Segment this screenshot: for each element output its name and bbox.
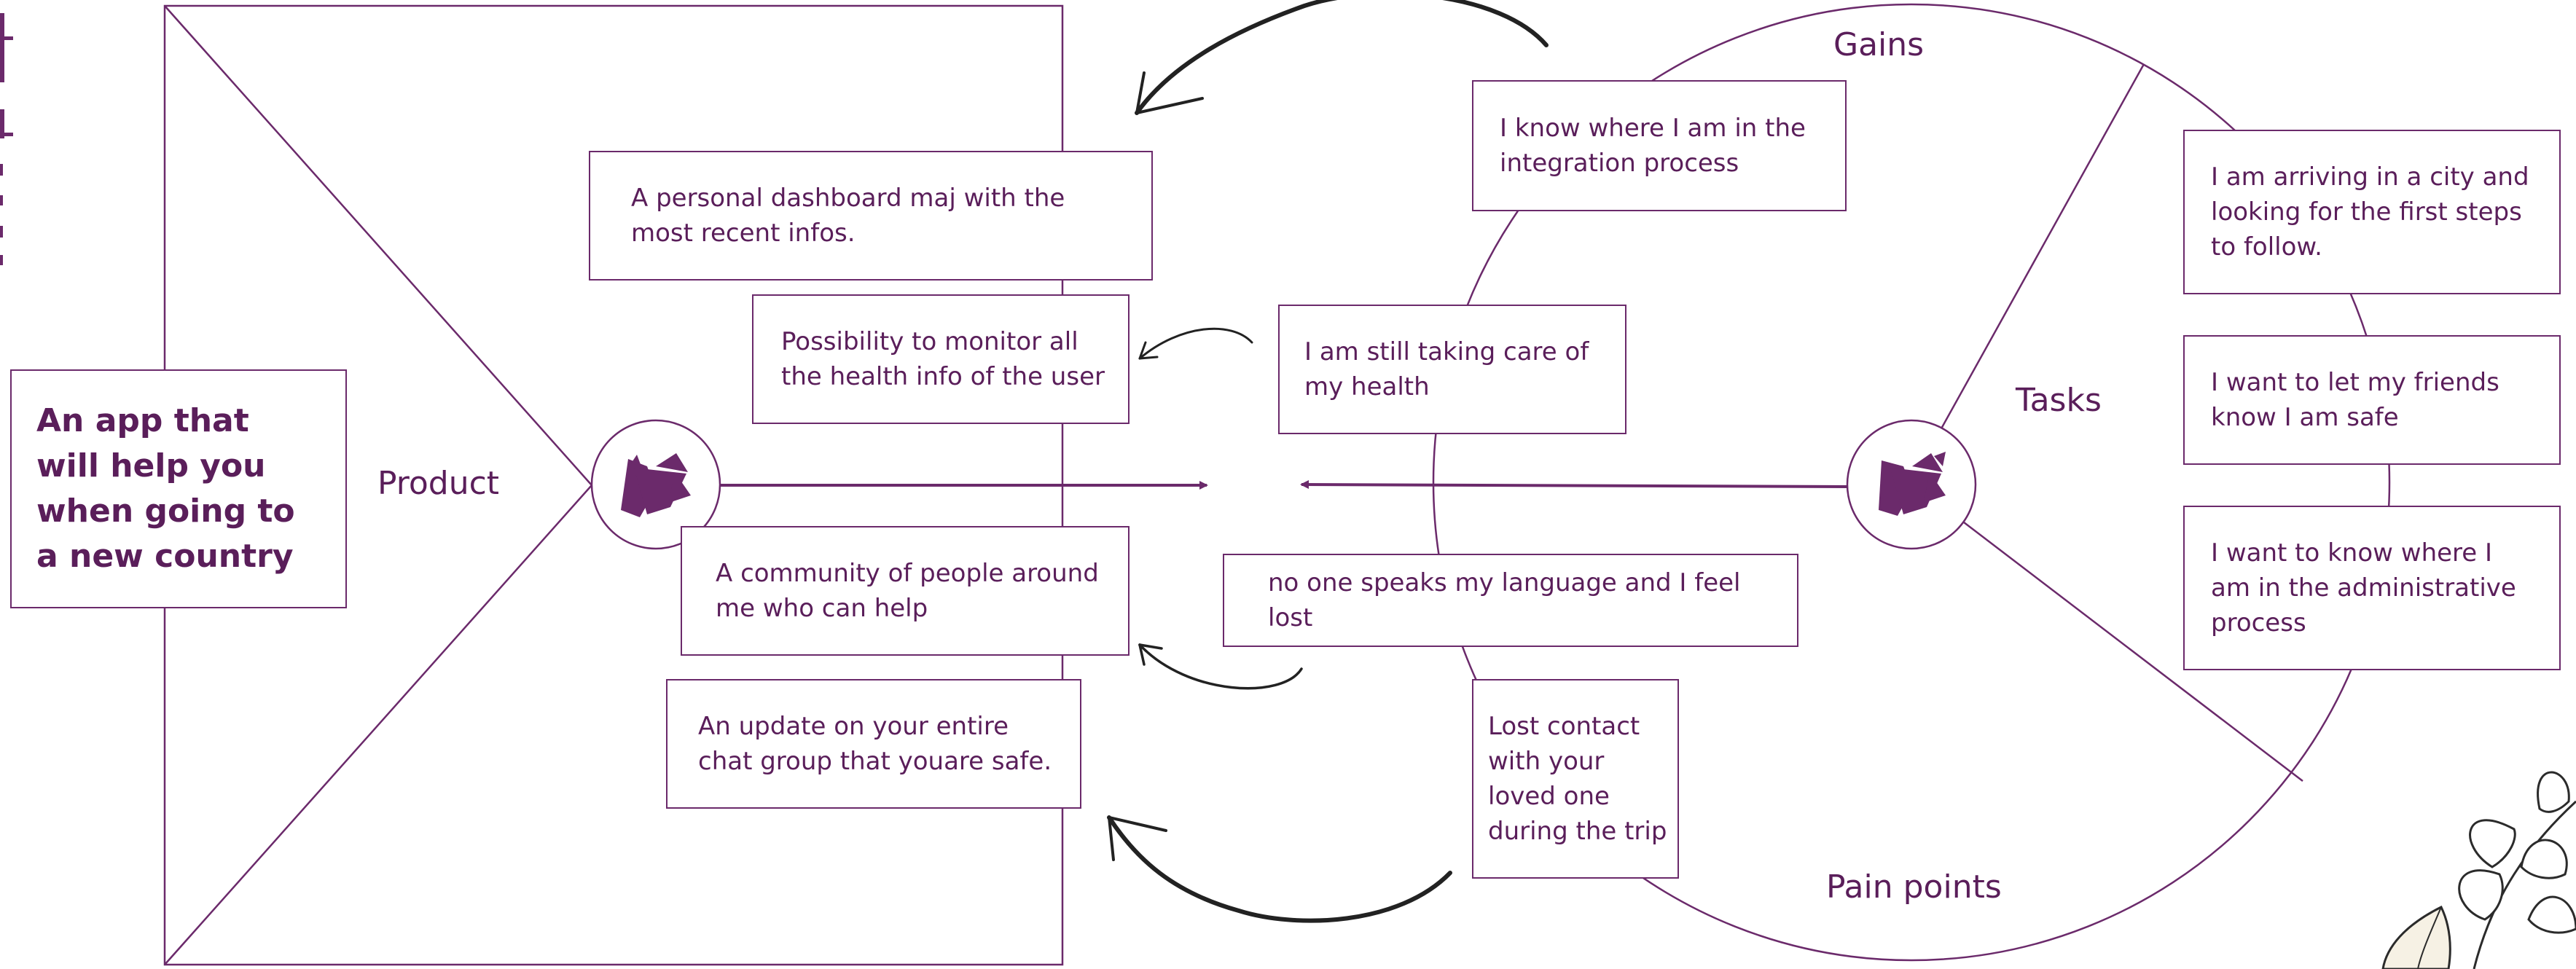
product-item-community: A community of people around me who can … — [681, 526, 1130, 656]
accent-mark-dash-4 — [0, 255, 3, 265]
pain-item-lost-contact: Lost contact with your loved one during … — [1472, 679, 1679, 879]
accent-mark-dash-3 — [0, 226, 3, 238]
product-icon-circle — [590, 419, 721, 550]
customer-profile-circle — [1432, 3, 2391, 962]
pain-item-language: no one speaks my language and I feel los… — [1223, 554, 1798, 647]
product-item-dashboard: A personal dashboard maj with the most r… — [589, 151, 1153, 280]
product-item-monitor: Possibility to monitor all the health in… — [752, 294, 1130, 424]
task-item-administrative: I want to know where I am in the adminis… — [2183, 506, 2561, 670]
tasks-label: Tasks — [2016, 382, 2102, 419]
task-item-friends: I want to let my friends know I am safe — [2183, 335, 2561, 465]
curved-arrow-community — [1138, 643, 1303, 690]
origami-crane-icon — [621, 453, 691, 517]
leaf-branch-icon — [2381, 771, 2576, 969]
customer-icon-circle — [1846, 419, 1977, 550]
curved-arrow-bottom — [1107, 815, 1452, 923]
gains-label: Gains — [1833, 26, 1925, 63]
accent-mark-tick-top — [0, 36, 13, 40]
gain-item-integration: I know where I am in the integration pro… — [1472, 80, 1847, 211]
accent-mark-tick-mid — [0, 133, 13, 136]
product-label: Product — [377, 465, 500, 502]
gain-item-health: I am still taking care of my health — [1278, 305, 1626, 434]
customer-to-center-arrow — [1300, 480, 1849, 490]
value-proposition-pitch: An app that will help you when going to … — [10, 369, 347, 608]
pain-points-label: Pain points — [1826, 868, 2002, 906]
accent-mark-dash-2 — [0, 195, 3, 205]
accent-mark-mid — [0, 109, 4, 138]
accent-mark-top — [0, 13, 4, 82]
task-item-arriving: I am arriving in a city and looking for … — [2183, 130, 2561, 294]
origami-crane-icon — [1879, 452, 1946, 516]
curved-arrow-top — [1135, 0, 1549, 115]
curved-arrow-health — [1138, 327, 1253, 360]
product-item-update: An update on your entire chat group that… — [666, 679, 1081, 809]
accent-mark-dash-1 — [0, 164, 3, 176]
